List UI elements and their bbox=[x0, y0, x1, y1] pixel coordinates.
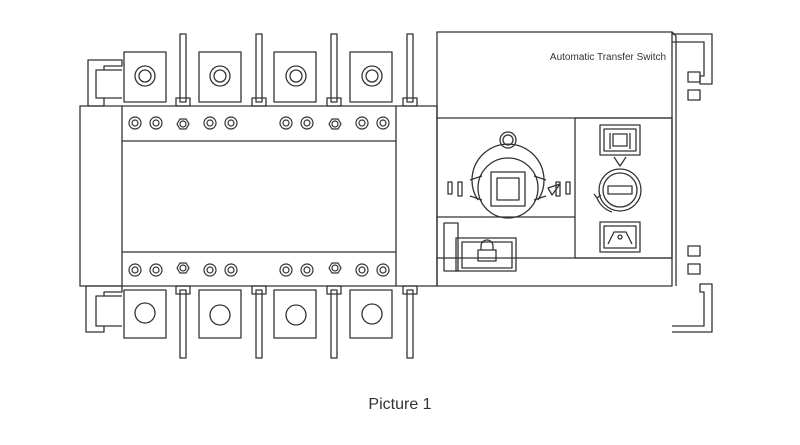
figure-caption: Picture 1 bbox=[368, 396, 432, 413]
power-source-icon bbox=[599, 124, 641, 156]
nut-icon bbox=[328, 118, 342, 130]
mounting-bracket-right-bottom bbox=[672, 245, 713, 333]
pole-block-body bbox=[79, 105, 438, 287]
nut-icon bbox=[203, 116, 217, 130]
nut-icon bbox=[203, 263, 217, 277]
nut-icon bbox=[176, 118, 190, 130]
mounting-bracket-left-bottom bbox=[85, 285, 123, 333]
nut-icon bbox=[279, 116, 293, 130]
nut-icon bbox=[300, 116, 314, 130]
terminal-top-2 bbox=[198, 51, 242, 103]
phase-barrier-top bbox=[175, 33, 418, 107]
terminal-bottom-2 bbox=[198, 289, 242, 339]
slot-right bbox=[555, 181, 561, 197]
nut-icon bbox=[149, 116, 163, 130]
nut-icon bbox=[224, 116, 238, 130]
nut-icon bbox=[128, 116, 142, 130]
mounting-bracket-right-top bbox=[672, 33, 713, 101]
terminal-top-3 bbox=[273, 51, 317, 103]
mounting-bracket-left-top bbox=[87, 59, 123, 107]
nut-icon bbox=[224, 263, 238, 277]
terminal-bottom-4 bbox=[349, 289, 393, 339]
terminal-bottom-3 bbox=[273, 289, 317, 339]
nut-icon bbox=[355, 263, 369, 277]
nut-icon bbox=[149, 263, 163, 277]
padlock-holder bbox=[443, 222, 517, 272]
nut-icon bbox=[355, 116, 369, 130]
nut-icon bbox=[176, 262, 190, 274]
controller-housing bbox=[436, 31, 673, 287]
device-label: Automatic Transfer Switch bbox=[550, 52, 666, 63]
nut-icon bbox=[300, 263, 314, 277]
rotary-operating-shaft bbox=[469, 143, 561, 219]
terminal-top-1 bbox=[123, 51, 167, 103]
nut-icon bbox=[376, 263, 390, 277]
terminal-top-4 bbox=[349, 51, 393, 103]
nut-icon bbox=[328, 262, 342, 274]
manual-mode-icon bbox=[599, 221, 641, 253]
control-panel bbox=[574, 117, 673, 259]
phase-barrier-bottom bbox=[175, 285, 418, 359]
rotary-handle-icon bbox=[593, 168, 642, 213]
nut-icon bbox=[279, 263, 293, 277]
nut-icon bbox=[376, 116, 390, 130]
indicator-lamp bbox=[499, 131, 517, 149]
nut-row-bottom bbox=[128, 262, 390, 277]
slot-left bbox=[447, 181, 453, 195]
nut-row-top bbox=[128, 116, 390, 130]
arrow-down-icon bbox=[613, 156, 627, 167]
nut-icon bbox=[128, 263, 142, 277]
terminal-bottom-1 bbox=[123, 289, 167, 339]
lock-icon bbox=[477, 239, 497, 262]
